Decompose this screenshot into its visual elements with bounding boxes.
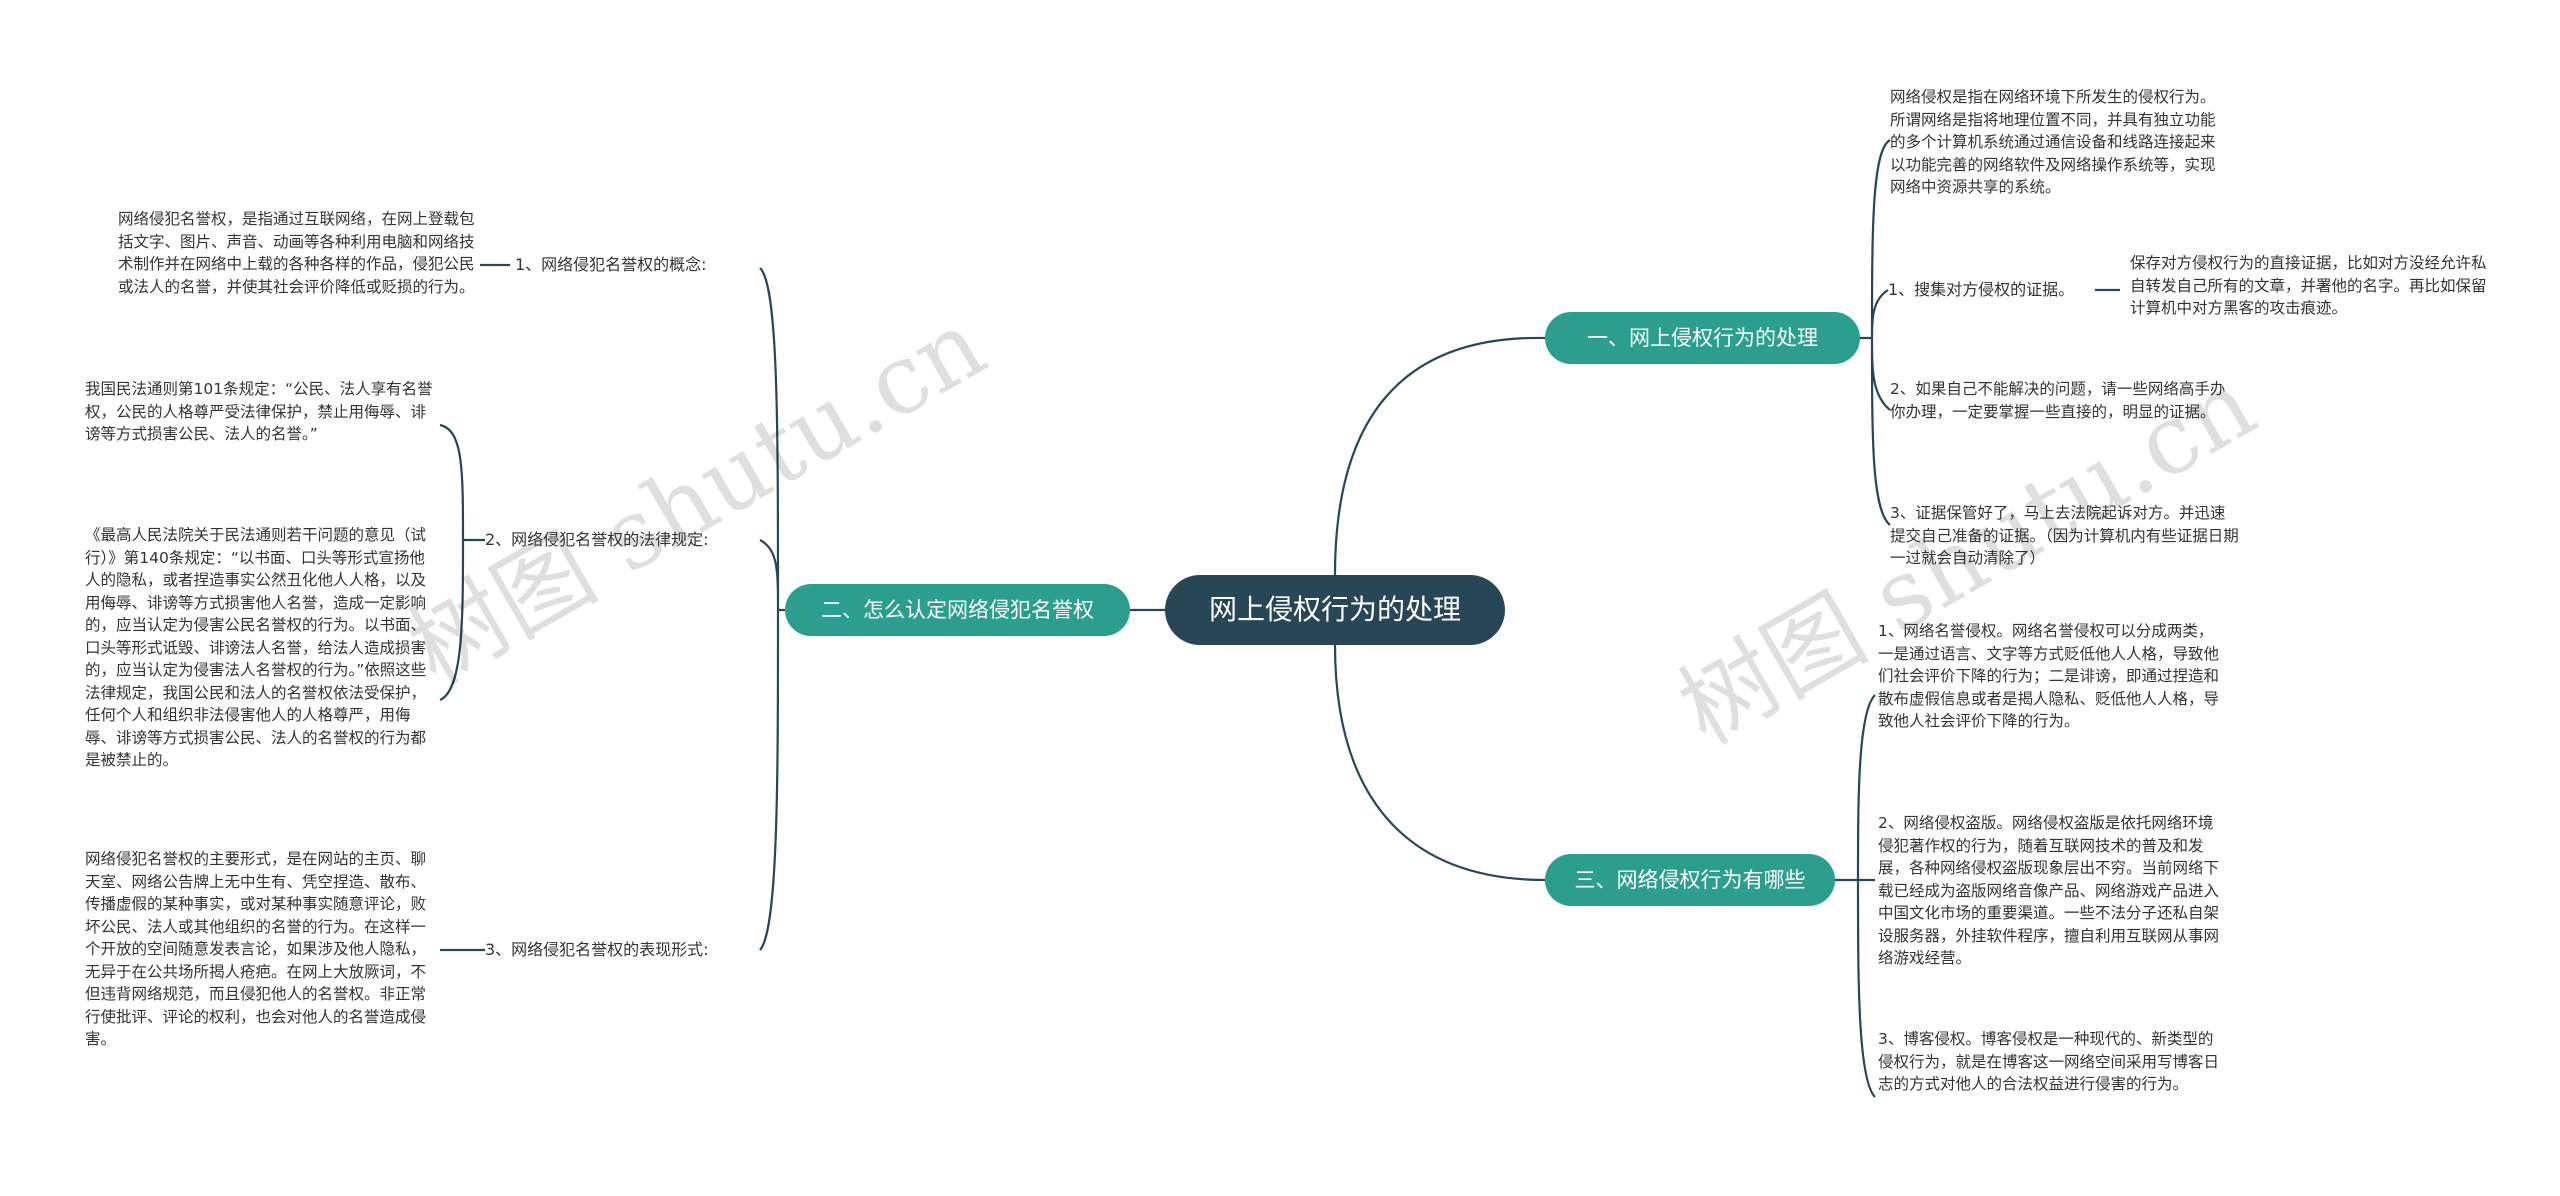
b3-item1-text: 1、网络名誉侵权。网络名誉侵权可以分成两类，一是通过语言、文字等方式贬低他人人格…: [1878, 622, 2220, 730]
b2-c3-label: 3、网络侵犯名誉权的表现形式:: [485, 940, 709, 959]
b1-item2-text: 2、如果自己不能解决的问题，请一些网络高手办你办理，一定要掌握一些直接的，明显的…: [1890, 380, 2226, 421]
connector-b3-bracket: [1835, 694, 1876, 1098]
connector-b2-bracket: [759, 267, 785, 951]
b2-c1-text: 网络侵犯名誉权，是指通过互联网络，在网上登载包括文字、图片、声音、动画等各种利用…: [118, 210, 475, 296]
b2-c2-text1: 我国民法通则第101条规定：“公民、法人享有名誉权，公民的人格尊严受法律保护，禁…: [85, 380, 433, 443]
branch-node-handling[interactable]: 一、网上侵权行为的处理: [1545, 312, 1860, 364]
b1-intro-text: 网络侵权是指在网络环境下所发生的侵权行为。所谓网络是指将地理位置不同，并具有独立…: [1890, 88, 2216, 196]
branch-node-identify[interactable]: 二、怎么认定网络侵犯名誉权: [785, 584, 1130, 636]
connector-root-b1: [1333, 336, 1546, 576]
branch-node-types[interactable]: 三、网络侵权行为有哪些: [1545, 854, 1835, 906]
b2-c1-label: 1、网络侵犯名誉权的概念:: [515, 255, 707, 274]
connector-root-b3: [1333, 644, 1546, 882]
b1-item1-detail: 保存对方侵权行为的直接证据，比如对方没经允许私自转发自己所有的文章，并署他的名字…: [2130, 254, 2487, 317]
connector-c2-bracket: [439, 423, 485, 702]
b1-item3-text: 3、证据保管好了，马上去法院起诉对方。并迅速提交自己准备的证据。（因为计算机内有…: [1890, 504, 2239, 567]
root-node[interactable]: 网上侵权行为的处理: [1165, 575, 1505, 645]
b2-c2-label: 2、网络侵犯名誉权的法律规定:: [485, 530, 709, 549]
b2-c3-text: 网络侵犯名誉权的主要形式，是在网站的主页、聊天室、网络公告牌上无中生有、凭空捏造…: [85, 850, 427, 1048]
connector-b1-bracket: [1860, 139, 1891, 526]
b1-item1-label: 1、搜集对方侵权的证据。: [1888, 280, 2075, 299]
b2-c2-text2: 《最高人民法院关于民法通则若干问题的意见（试行）》第140条规定：“以书面、口头…: [85, 526, 427, 769]
b3-item2-text: 2、网络侵权盗版。网络侵权盗版是依托网络环境侵犯著作权的行为，随着互联网技术的普…: [1878, 814, 2220, 967]
b3-item3-text: 3、博客侵权。博客侵权是一种现代的、新类型的侵权行为，就是在博客这一网络空间采用…: [1878, 1030, 2220, 1093]
